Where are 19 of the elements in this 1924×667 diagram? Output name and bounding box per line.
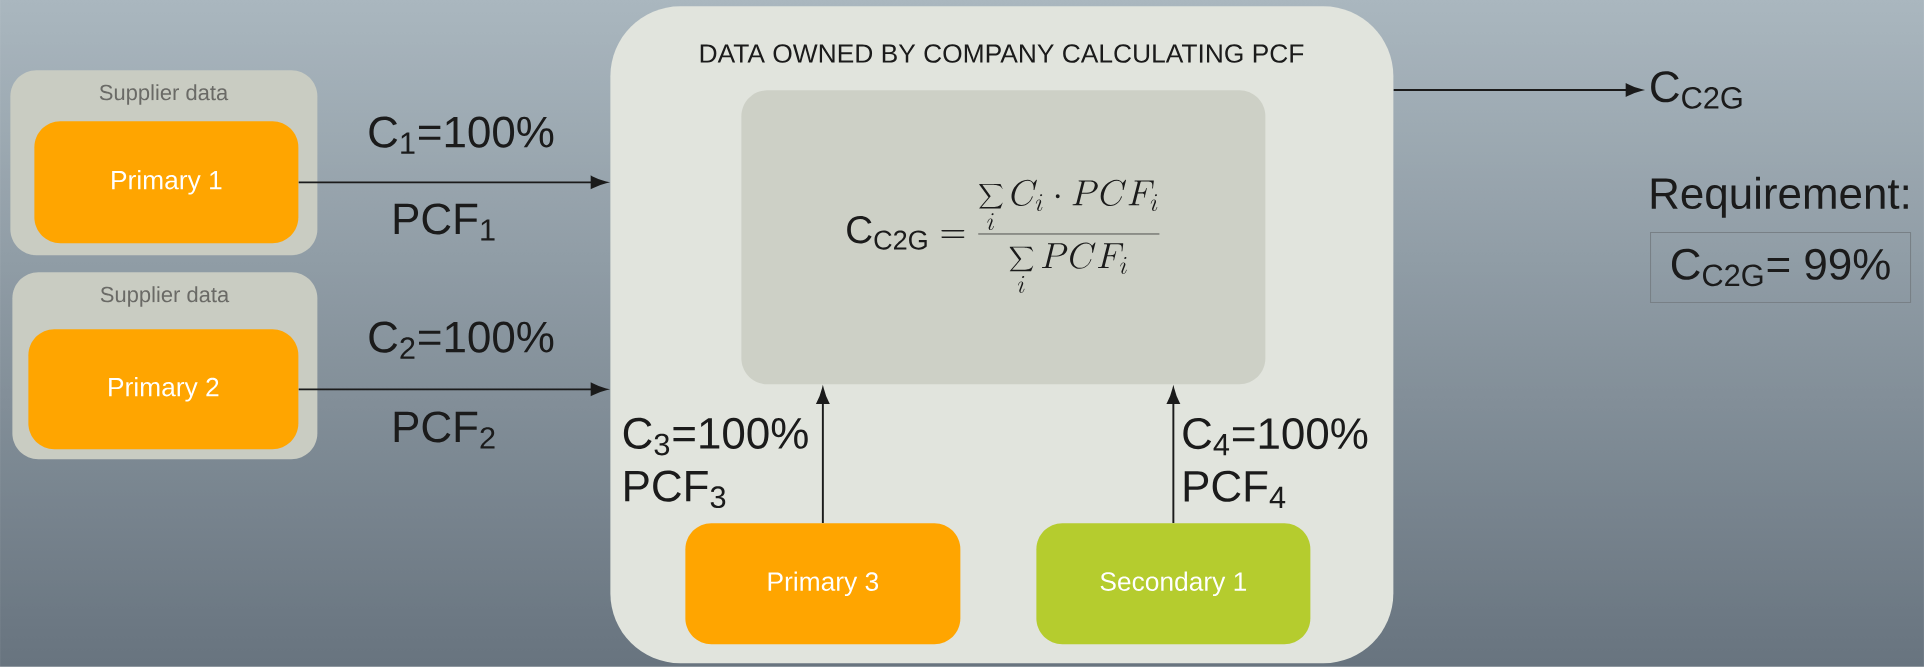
edge-label: C$_{4}$=100% PCF$_{4}$ (1183, 418, 1368, 508)
primary-box: Primary 3 (685, 523, 961, 645)
arrow (816, 387, 830, 524)
arrow (1392, 83, 1642, 97)
edge-label: C$_{3}$=100% PCF$_{3}$ (623, 417, 808, 509)
arrow (1167, 387, 1180, 524)
arrow (297, 176, 607, 189)
formula-box: $\mathrm{C}_{\mathrm{C2G}}= \frac{\displaystyle\sum_i C_i\cdot PCF_i}{\displaystyle\sum_i PCF_i}$ (741, 90, 1266, 385)
result-text: C$_{C2G}$ (1651, 71, 1742, 109)
edge-label: C$_{1}$=100% (369, 116, 554, 154)
node-label: Requirement: (1651, 176, 1908, 218)
arrow (297, 383, 607, 396)
edge-label: C$_{2}$=100% (369, 321, 554, 359)
primary-box: Primary 1 (34, 121, 299, 244)
flow-label: PCF$_{2}$ (394, 411, 495, 449)
flow-label: PCF$_{1}$ (394, 203, 495, 241)
primary-box: Primary 2 (28, 329, 299, 450)
secondary-box: Secondary 1 (1036, 523, 1311, 645)
requirement-box: C$_{C2G}$= 99% Requirement: (1650, 176, 1912, 304)
